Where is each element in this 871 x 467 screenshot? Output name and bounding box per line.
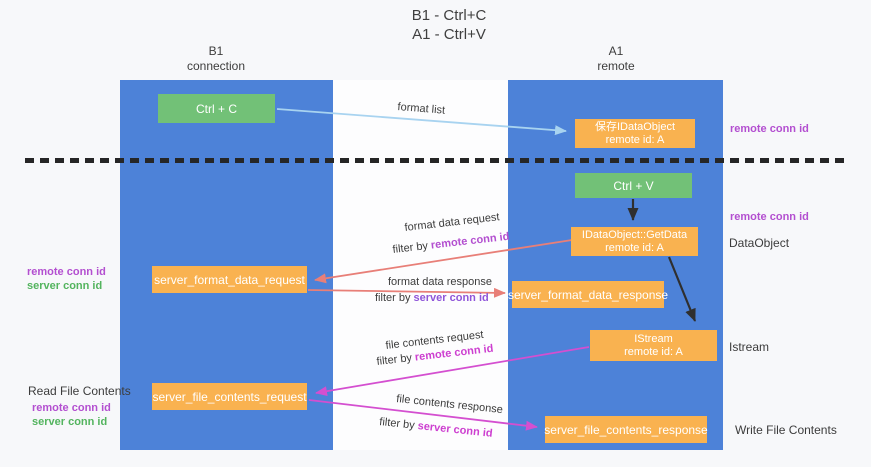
- format-data-response-label: format data response: [388, 276, 492, 288]
- getdata-line2: remote id: A: [605, 241, 664, 254]
- right-column-header: A1 remote: [597, 44, 634, 74]
- right-remote-conn-id-label-top: remote conn id: [730, 123, 809, 135]
- left-remote-conn-id-label: remote conn id: [27, 266, 106, 278]
- ctrl-c-node: Ctrl + C: [158, 94, 275, 123]
- filter-by-text: filter by: [375, 292, 411, 304]
- read-file-contents-label: Read File Contents: [28, 384, 131, 398]
- server-format-data-request-node: server_format_data_request: [152, 266, 307, 293]
- format-response-filter-label: filter by server conn id: [375, 292, 489, 304]
- right-remote-conn-id-label-mid: remote conn id: [730, 211, 809, 223]
- right-column-title: A1: [608, 44, 624, 58]
- istream-label: Istream: [729, 340, 770, 354]
- server-conn-id-text: server conn id: [413, 292, 489, 304]
- left-server-conn-id-label-2: server conn id: [32, 416, 108, 428]
- left-remote-conn-id-label-2: remote conn id: [32, 402, 111, 414]
- left-column-subtitle: connection: [186, 59, 246, 73]
- istream-node: IStream remote id: A: [590, 330, 717, 361]
- session-separator-line: [25, 158, 847, 163]
- save-idataobject-node: 保存IDataObject remote id: A: [575, 119, 695, 148]
- save-idataobject-line2: remote id: A: [605, 133, 665, 146]
- server-file-contents-request-node: server_file_contents_request: [152, 383, 307, 410]
- left-column-title: B1: [208, 44, 224, 58]
- istream-line1: IStream: [634, 332, 673, 345]
- title-line-2: A1 - Ctrl+V: [412, 26, 486, 43]
- dataobject-label: DataObject: [729, 236, 790, 250]
- right-column-subtitle: remote: [597, 59, 635, 73]
- istream-line2: remote id: A: [624, 345, 683, 358]
- left-server-conn-id-label: server conn id: [27, 280, 103, 292]
- server-format-data-response-node: server_format_data_response: [508, 281, 668, 308]
- left-column-header: B1 connection: [187, 44, 245, 74]
- ctrl-v-node: Ctrl + V: [575, 173, 692, 198]
- title-line-1: B1 - Ctrl+C: [411, 7, 487, 24]
- write-file-contents-label: Write File Contents: [735, 423, 837, 437]
- getdata-node: IDataObject::GetData remote id: A: [571, 227, 698, 256]
- getdata-line1: IDataObject::GetData: [581, 228, 688, 241]
- save-idataobject-line1: 保存IDataObject: [594, 120, 676, 133]
- server-file-contents-response-node: server_file_contents_response: [544, 416, 708, 443]
